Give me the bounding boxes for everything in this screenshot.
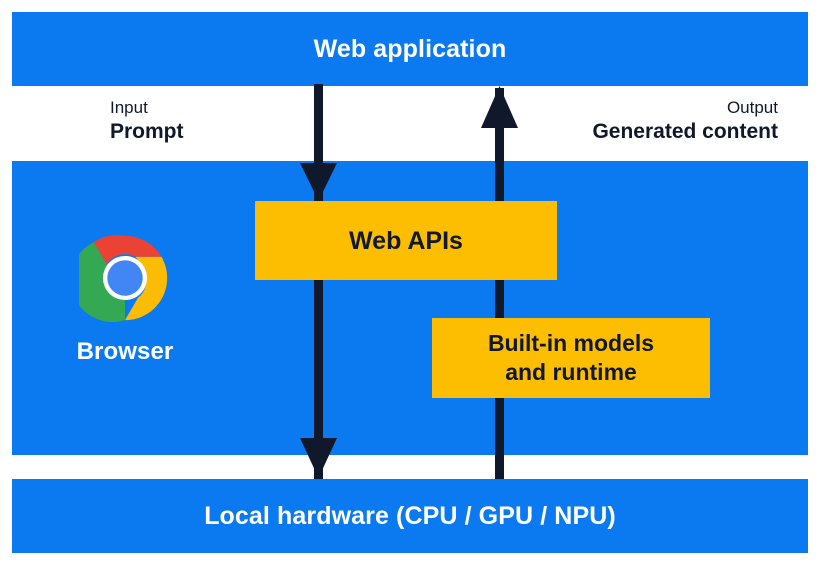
input-kind-label: Input xyxy=(110,98,148,117)
builtin-models-line2: and runtime xyxy=(505,359,637,385)
output-value-label: Generated content xyxy=(592,119,778,143)
builtin-models-box: Built-in models and runtime xyxy=(432,318,710,398)
local-hardware-panel: Local hardware (CPU / GPU / NPU) xyxy=(12,479,808,553)
web-application-title: Web application xyxy=(313,34,507,63)
chrome-logo xyxy=(79,235,168,322)
input-value-label: Prompt xyxy=(110,119,184,143)
builtin-models-line1: Built-in models xyxy=(487,329,655,356)
local-hardware-title: Local hardware (CPU / GPU / NPU) xyxy=(204,501,616,530)
web-apis-label: Web APIs xyxy=(349,226,463,255)
browser-badge: Browser xyxy=(56,232,194,366)
arrow-down-input xyxy=(300,84,337,483)
web-application-panel: Web application xyxy=(12,12,808,86)
browser-label: Browser xyxy=(76,338,174,365)
output-kind-label: Output xyxy=(726,98,778,117)
builtin-models-label: Built-in models and runtime xyxy=(488,329,654,388)
output-label-group: Output Generated content xyxy=(592,98,778,144)
input-label-group: Input Prompt xyxy=(110,98,184,144)
web-apis-box: Web APIs xyxy=(255,201,557,280)
arrow-up-output xyxy=(481,86,518,484)
